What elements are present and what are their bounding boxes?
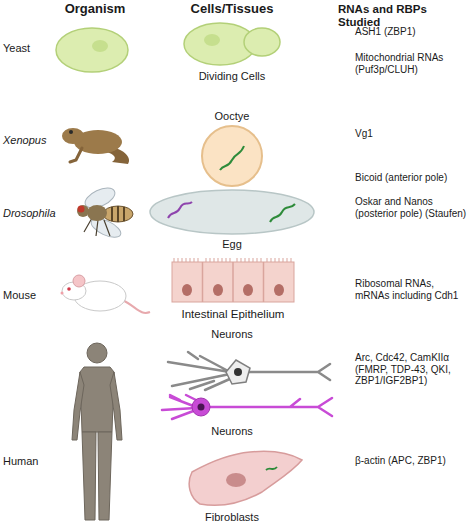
fly-head <box>77 205 89 217</box>
cell-label: Dividing Cells <box>178 70 286 83</box>
human-arm <box>72 372 84 440</box>
yeast-nucleus <box>204 34 220 46</box>
beta-actin-rna <box>266 467 277 470</box>
axon <box>206 398 332 416</box>
nucleus <box>234 368 242 376</box>
dendrites <box>168 352 232 390</box>
cell-label: Fibroblasts <box>190 511 274 524</box>
epithelium-layer <box>172 262 294 302</box>
mouse-figure <box>61 275 151 313</box>
nucleus <box>226 473 246 487</box>
rna-label: β-actin (APC, ZBP1) <box>355 455 469 467</box>
human-head <box>87 343 107 363</box>
egg-body <box>150 190 314 234</box>
organism-label: Mouse <box>3 289 49 302</box>
fly-stripes <box>112 206 124 222</box>
rna-label: ASH1 (ZBP1) <box>355 26 469 38</box>
rna-label: Arc, Cdc42, CamKIIα (FMRP, TDP-43, QKI, … <box>355 352 469 387</box>
mouse-tail <box>122 300 150 313</box>
rna-label: Oskar and Nanos (posterior pole) (Staufe… <box>355 196 469 219</box>
organism-label: Human <box>3 455 49 468</box>
human-leg <box>82 432 96 520</box>
cell-borders <box>203 262 264 302</box>
nucleus <box>243 284 253 296</box>
fibroblast <box>189 451 302 505</box>
fly-abdomen <box>103 206 133 222</box>
nucleus <box>198 404 205 411</box>
organism-label: Xenopus <box>3 134 61 147</box>
column-header: Organism <box>52 2 138 17</box>
column-header: Cells/Tissues <box>180 2 284 17</box>
oskar-rna <box>270 204 295 222</box>
rna-label: Bicoid (anterior pole) <box>355 172 469 184</box>
vg1-rna <box>220 146 244 170</box>
dividing-cell <box>184 23 280 65</box>
fly-thorax <box>87 205 107 221</box>
rna-label: Mitochondrial RNAs (Puf3p/CLUH) <box>355 52 469 75</box>
fibroblast-body <box>189 451 302 505</box>
neuron-purple <box>162 395 332 419</box>
fly-figure <box>77 184 133 241</box>
organism-label: Yeast <box>3 42 49 55</box>
bicoid-rna <box>168 202 192 218</box>
rna-label: Ribosomal RNAs, mRNAs including Cdh1 <box>355 278 469 301</box>
axon <box>246 364 330 380</box>
column-header: RNAs and RBPs Studied <box>338 3 472 29</box>
human-leg <box>98 432 112 520</box>
frog-head <box>62 128 84 144</box>
mouse-eye <box>67 287 71 291</box>
fly-eye <box>78 206 85 213</box>
cell-label: Neurons <box>190 425 274 438</box>
frog-front-leg <box>70 148 82 162</box>
neuron-grey <box>168 352 330 390</box>
human-figure <box>72 343 122 520</box>
human-arm <box>110 372 122 440</box>
nucleus <box>213 284 223 296</box>
nucleus <box>274 284 284 296</box>
soma <box>192 398 210 416</box>
drosophila-egg <box>150 190 314 234</box>
soma <box>226 360 250 384</box>
cell-label: Ooctye <box>190 110 274 123</box>
nucleus <box>182 284 192 296</box>
yeast-nucleus <box>92 40 108 52</box>
organism-label: Drosophila <box>3 207 65 220</box>
oocyte-body <box>202 126 262 186</box>
rna-label: Vg1 <box>355 128 469 140</box>
mouse-ear <box>73 275 85 287</box>
human-torso <box>80 367 114 432</box>
microvilli <box>174 258 291 262</box>
yeast-cell-body <box>56 28 128 72</box>
frog-figure <box>62 128 129 164</box>
cell-label: Intestinal Epithelium <box>162 308 304 321</box>
bud-cell <box>244 28 280 56</box>
cell-label: Neurons <box>190 328 274 341</box>
oocyte <box>202 126 262 186</box>
intestinal-epithelium <box>172 258 294 302</box>
frog-eye <box>69 130 73 134</box>
yeast-cell <box>56 28 128 72</box>
mouse-nose <box>61 292 64 295</box>
cell-label: Egg <box>200 238 264 251</box>
